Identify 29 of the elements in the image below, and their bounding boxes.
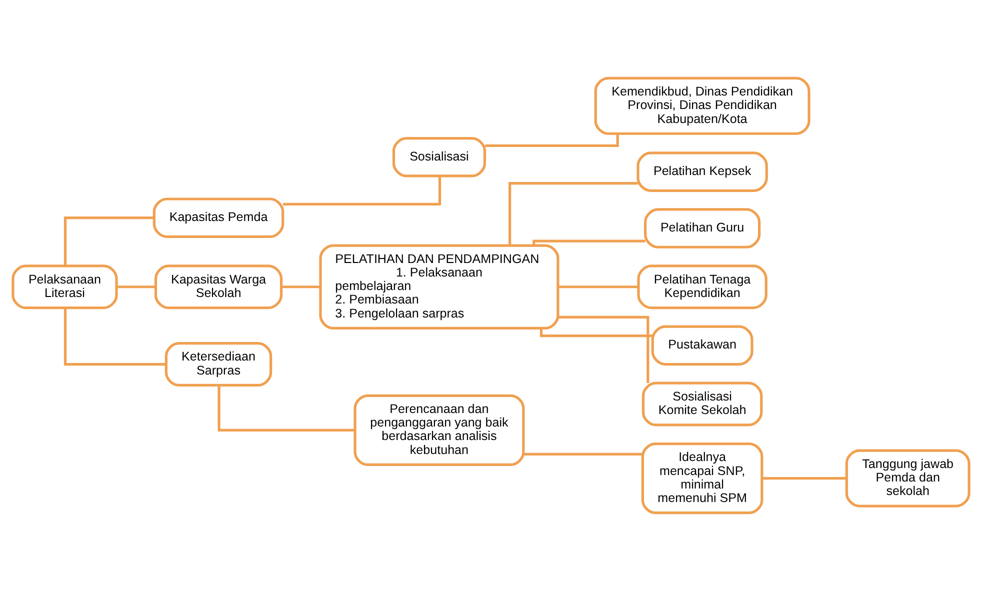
node-box: Sosialisasi Komite Sekolah: [642, 382, 763, 426]
connector: [64, 308, 166, 366]
connector: [540, 328, 652, 338]
connector: [283, 176, 442, 206]
node-box: Kapasitas Warga Sekolah: [154, 264, 283, 310]
node-box: Pelatihan Guru: [644, 208, 761, 248]
connector: [218, 386, 355, 432]
node-box: Sosialisasi: [392, 137, 486, 178]
node-box: Tanggung jawab Pemda dan sekolah: [845, 449, 970, 508]
connector: [508, 182, 638, 246]
node-box: Pelaksanaan Literasi: [12, 264, 118, 310]
node-box: Pelatihan Tenaga Kependidikan: [637, 264, 768, 310]
connector: [64, 216, 154, 266]
node-box: Ketersediaan Sarpras: [164, 342, 272, 386]
node-box: Pelatihan Kepsek: [636, 152, 768, 192]
connector: [762, 476, 847, 480]
connector: [116, 286, 156, 288]
node-box: PELATIHAN DAN PENDAMPINGAN 1. Pelaksanaan pembelajaran 2. Pembiasaan 3. Pengelolaan sarpras: [319, 244, 560, 330]
node-box: Idealnya mencapai SNP, minimal memenuhi SPM: [641, 442, 764, 514]
node-box: Pustakawan: [651, 325, 754, 366]
connector: [558, 316, 650, 383]
node-box: Kemendikbud, Dinas Pendidikan Provinsi, Dinas Pendidikan Kabupaten/Kota: [594, 76, 810, 135]
connector: [524, 452, 643, 456]
node-box: Perencanaan dan penganggaran yang baik berdasarkan analisis kebutuhan: [354, 394, 525, 466]
connector: [281, 286, 320, 288]
connector: [532, 240, 646, 246]
connector: [485, 134, 619, 147]
node-box: Kapasitas Pemda: [152, 198, 284, 238]
connector: [558, 286, 638, 288]
